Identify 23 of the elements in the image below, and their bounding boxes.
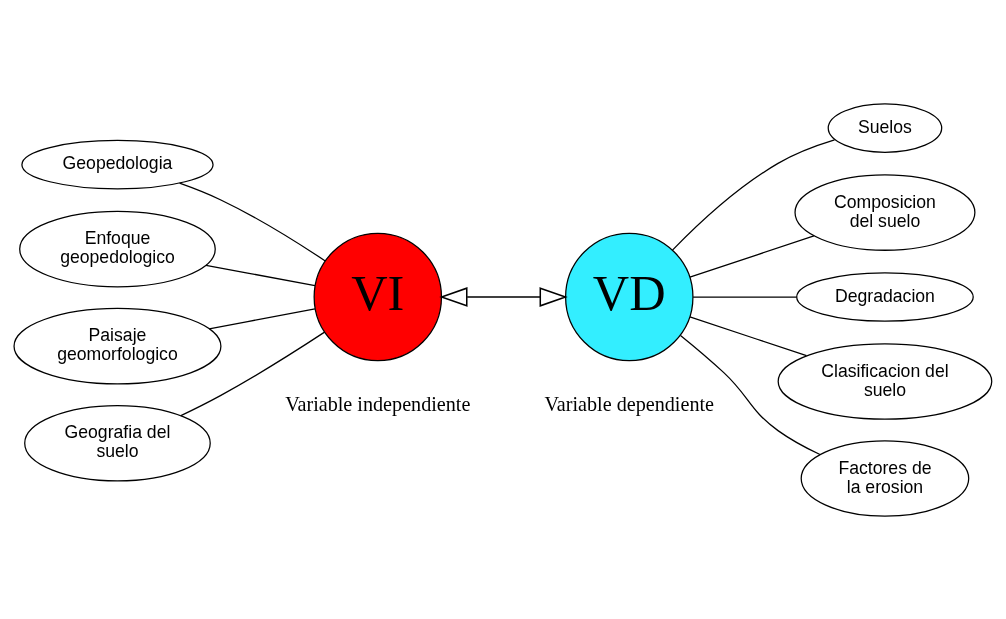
node-circle: VD xyxy=(565,232,694,361)
connector xyxy=(679,334,821,455)
node-ellipse: Clasificacion del suelo xyxy=(777,342,993,420)
connector xyxy=(692,295,798,298)
node-ellipse: Enfoque geopedologico xyxy=(19,210,216,287)
node-ellipse: Geopedologia xyxy=(21,139,214,189)
connector xyxy=(671,138,836,251)
connector xyxy=(689,234,815,278)
node-ellipse: Suelos xyxy=(827,102,943,153)
connector xyxy=(178,182,326,262)
connector xyxy=(180,331,326,416)
node-ellipse: Composicion del suelo xyxy=(794,173,976,251)
node-ellipse: Degradacion xyxy=(796,271,974,322)
connector xyxy=(689,315,808,356)
connector xyxy=(205,264,316,286)
connector xyxy=(208,307,316,330)
node-circle: VI xyxy=(313,232,443,361)
label: Variable dependiente xyxy=(544,392,715,415)
label: Variable independiente xyxy=(285,392,471,415)
node-ellipse: Paisaje geomorfologico xyxy=(13,307,222,384)
node-ellipse: Factores de la erosion xyxy=(800,439,970,517)
node-ellipse: Geografia del suelo xyxy=(24,404,211,482)
arrow xyxy=(439,286,568,307)
